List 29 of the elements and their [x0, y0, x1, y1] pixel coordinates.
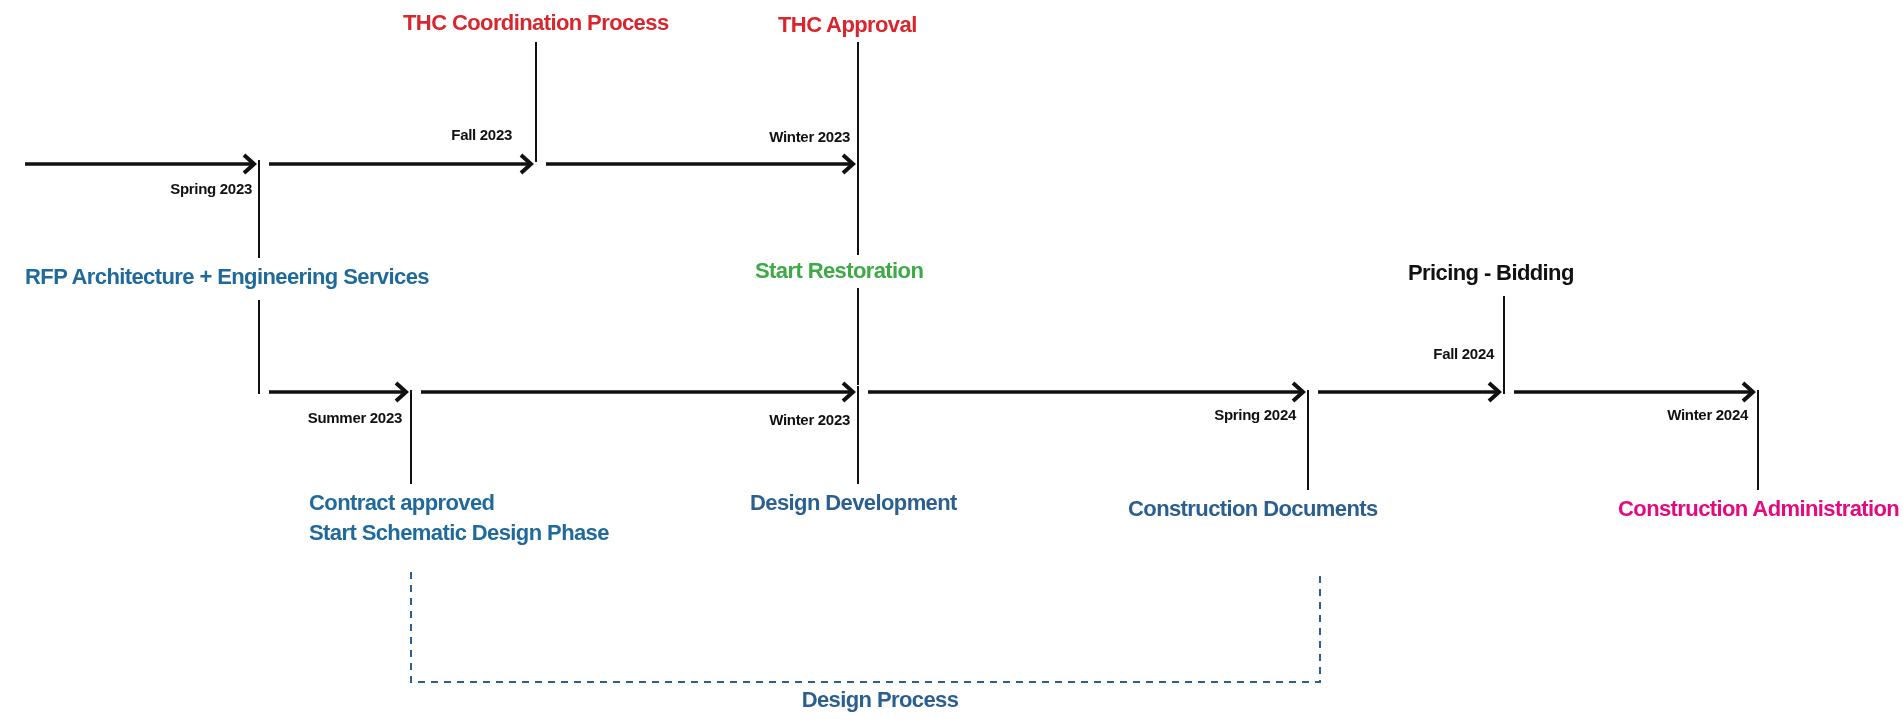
milestone-label: THC Approval: [778, 11, 917, 39]
milestone-label: Construction Documents: [1128, 495, 1378, 523]
date-label: Winter 2023: [769, 411, 850, 429]
milestone-label: Contract approved: [309, 489, 495, 517]
date-label: Winter 2023: [769, 128, 850, 146]
date-label: Fall 2024: [1433, 345, 1494, 363]
arrow: [269, 153, 533, 175]
milestone-label: Pricing - Bidding: [1408, 259, 1574, 287]
milestone-label: THC Coordination Process: [403, 9, 669, 37]
milestone-label: Construction Administration: [1618, 495, 1900, 523]
milestone-label: RFP Architecture + Engineering Services: [25, 263, 429, 291]
arrow: [1318, 381, 1501, 403]
bracket-label: Design Process: [801, 686, 959, 714]
arrow: [269, 381, 408, 403]
milestone-label: Start Schematic Design Phase: [309, 519, 609, 547]
date-label: Spring 2024: [1214, 406, 1296, 424]
arrow: [546, 153, 855, 175]
arrow: [868, 381, 1305, 403]
arrow: [421, 381, 855, 403]
date-label: Winter 2024: [1667, 406, 1748, 424]
date-label: Summer 2023: [307, 409, 402, 427]
milestone-label: Design Development: [750, 489, 957, 517]
date-label: Spring 2023: [170, 180, 252, 198]
connector-line: [857, 287, 859, 386]
connector-line: [857, 169, 859, 256]
date-label: Fall 2023: [451, 126, 512, 144]
milestone-label: Start Restoration: [755, 257, 924, 285]
arrow: [25, 153, 256, 175]
arrow: [1514, 381, 1755, 403]
